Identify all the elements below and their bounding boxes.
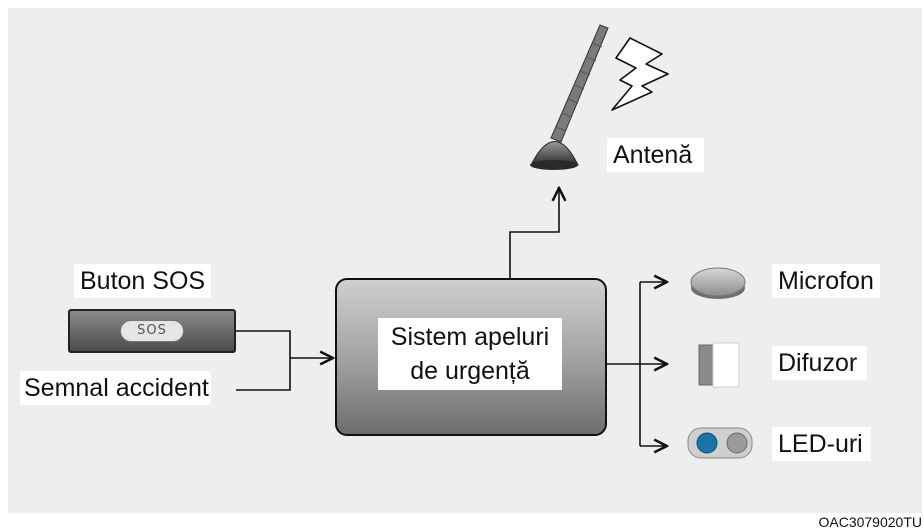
sos-button-label: Buton SOS [74,264,212,298]
microphone-label: Microfon [772,264,880,298]
antenna-connector [509,188,559,278]
antenna-label: Antenă [607,138,705,172]
speaker-label: Difuzor [772,346,868,380]
image-code: OAC3079020TU [818,514,922,530]
emergency-call-system-label: Sistem apeluri de urgență [378,318,562,390]
output-connectors [607,282,667,446]
sos-key: SOS [120,320,184,342]
signal-lightning-icon [611,37,669,111]
system-label-line2: de urgență [410,357,530,385]
crash-signal-label: Semnal accident [20,371,211,405]
speaker-icon [698,342,740,388]
antenna-icon [530,24,609,170]
system-label-line1: Sistem apeluri [390,323,550,351]
microphone-icon [690,267,746,299]
input-connectors [236,330,333,391]
led-label: LED-uri [772,427,871,461]
led-icon [687,427,753,459]
